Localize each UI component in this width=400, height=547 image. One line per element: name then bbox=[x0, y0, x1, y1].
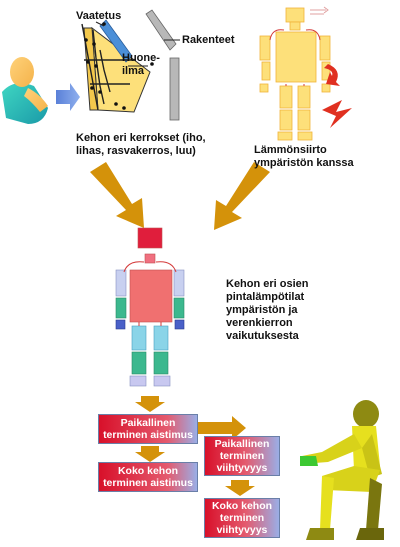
segment-model-top bbox=[259, 7, 331, 141]
heat-rays-icon bbox=[310, 6, 329, 15]
clothing-layer bbox=[99, 19, 133, 63]
box-local-thermal-sensation: Paikallinen terminen aistimus bbox=[98, 414, 198, 444]
flow-arrow-down-3 bbox=[225, 480, 255, 496]
flow-arrow-right bbox=[196, 416, 246, 440]
seated-manikin bbox=[300, 400, 384, 540]
segment-model-middle bbox=[115, 227, 185, 387]
leader-lines bbox=[95, 21, 180, 67]
layer-dots bbox=[84, 22, 154, 110]
rotation-arrow-icon bbox=[324, 64, 340, 86]
label-body-layers: Kehon eri kerrokset (iho, lihas, rasvake… bbox=[76, 132, 206, 157]
lightning-icon bbox=[322, 100, 352, 128]
flow-arrow-down-1 bbox=[135, 396, 165, 412]
input-arrow-blue bbox=[56, 83, 80, 111]
segment-model-top-links bbox=[269, 29, 321, 86]
orange-arrow-left bbox=[90, 162, 144, 228]
label-heat-transfer: Lämmönsiirto ympäristön kanssa bbox=[254, 144, 354, 169]
label-room-air: Huone- ilma bbox=[122, 52, 160, 77]
label-structures: Rakenteet bbox=[182, 34, 235, 46]
segment-model-middle-links bbox=[123, 261, 177, 326]
label-surface-temps: Kehon eri osien pintalämpötilat ympärist… bbox=[226, 278, 309, 342]
flow-arrow-down-2 bbox=[135, 446, 165, 462]
orange-arrow-right bbox=[214, 162, 270, 230]
box-whole-body-thermal-comfort: Koko kehon terminen viihtyvyys bbox=[204, 498, 280, 538]
person-figure bbox=[2, 57, 48, 124]
box-whole-body-thermal-sensation: Koko kehon terminen aistimus bbox=[98, 462, 198, 492]
label-clothing: Vaatetus bbox=[76, 10, 122, 22]
box-local-thermal-comfort: Paikallinen terminen viihtyvyys bbox=[204, 436, 280, 476]
